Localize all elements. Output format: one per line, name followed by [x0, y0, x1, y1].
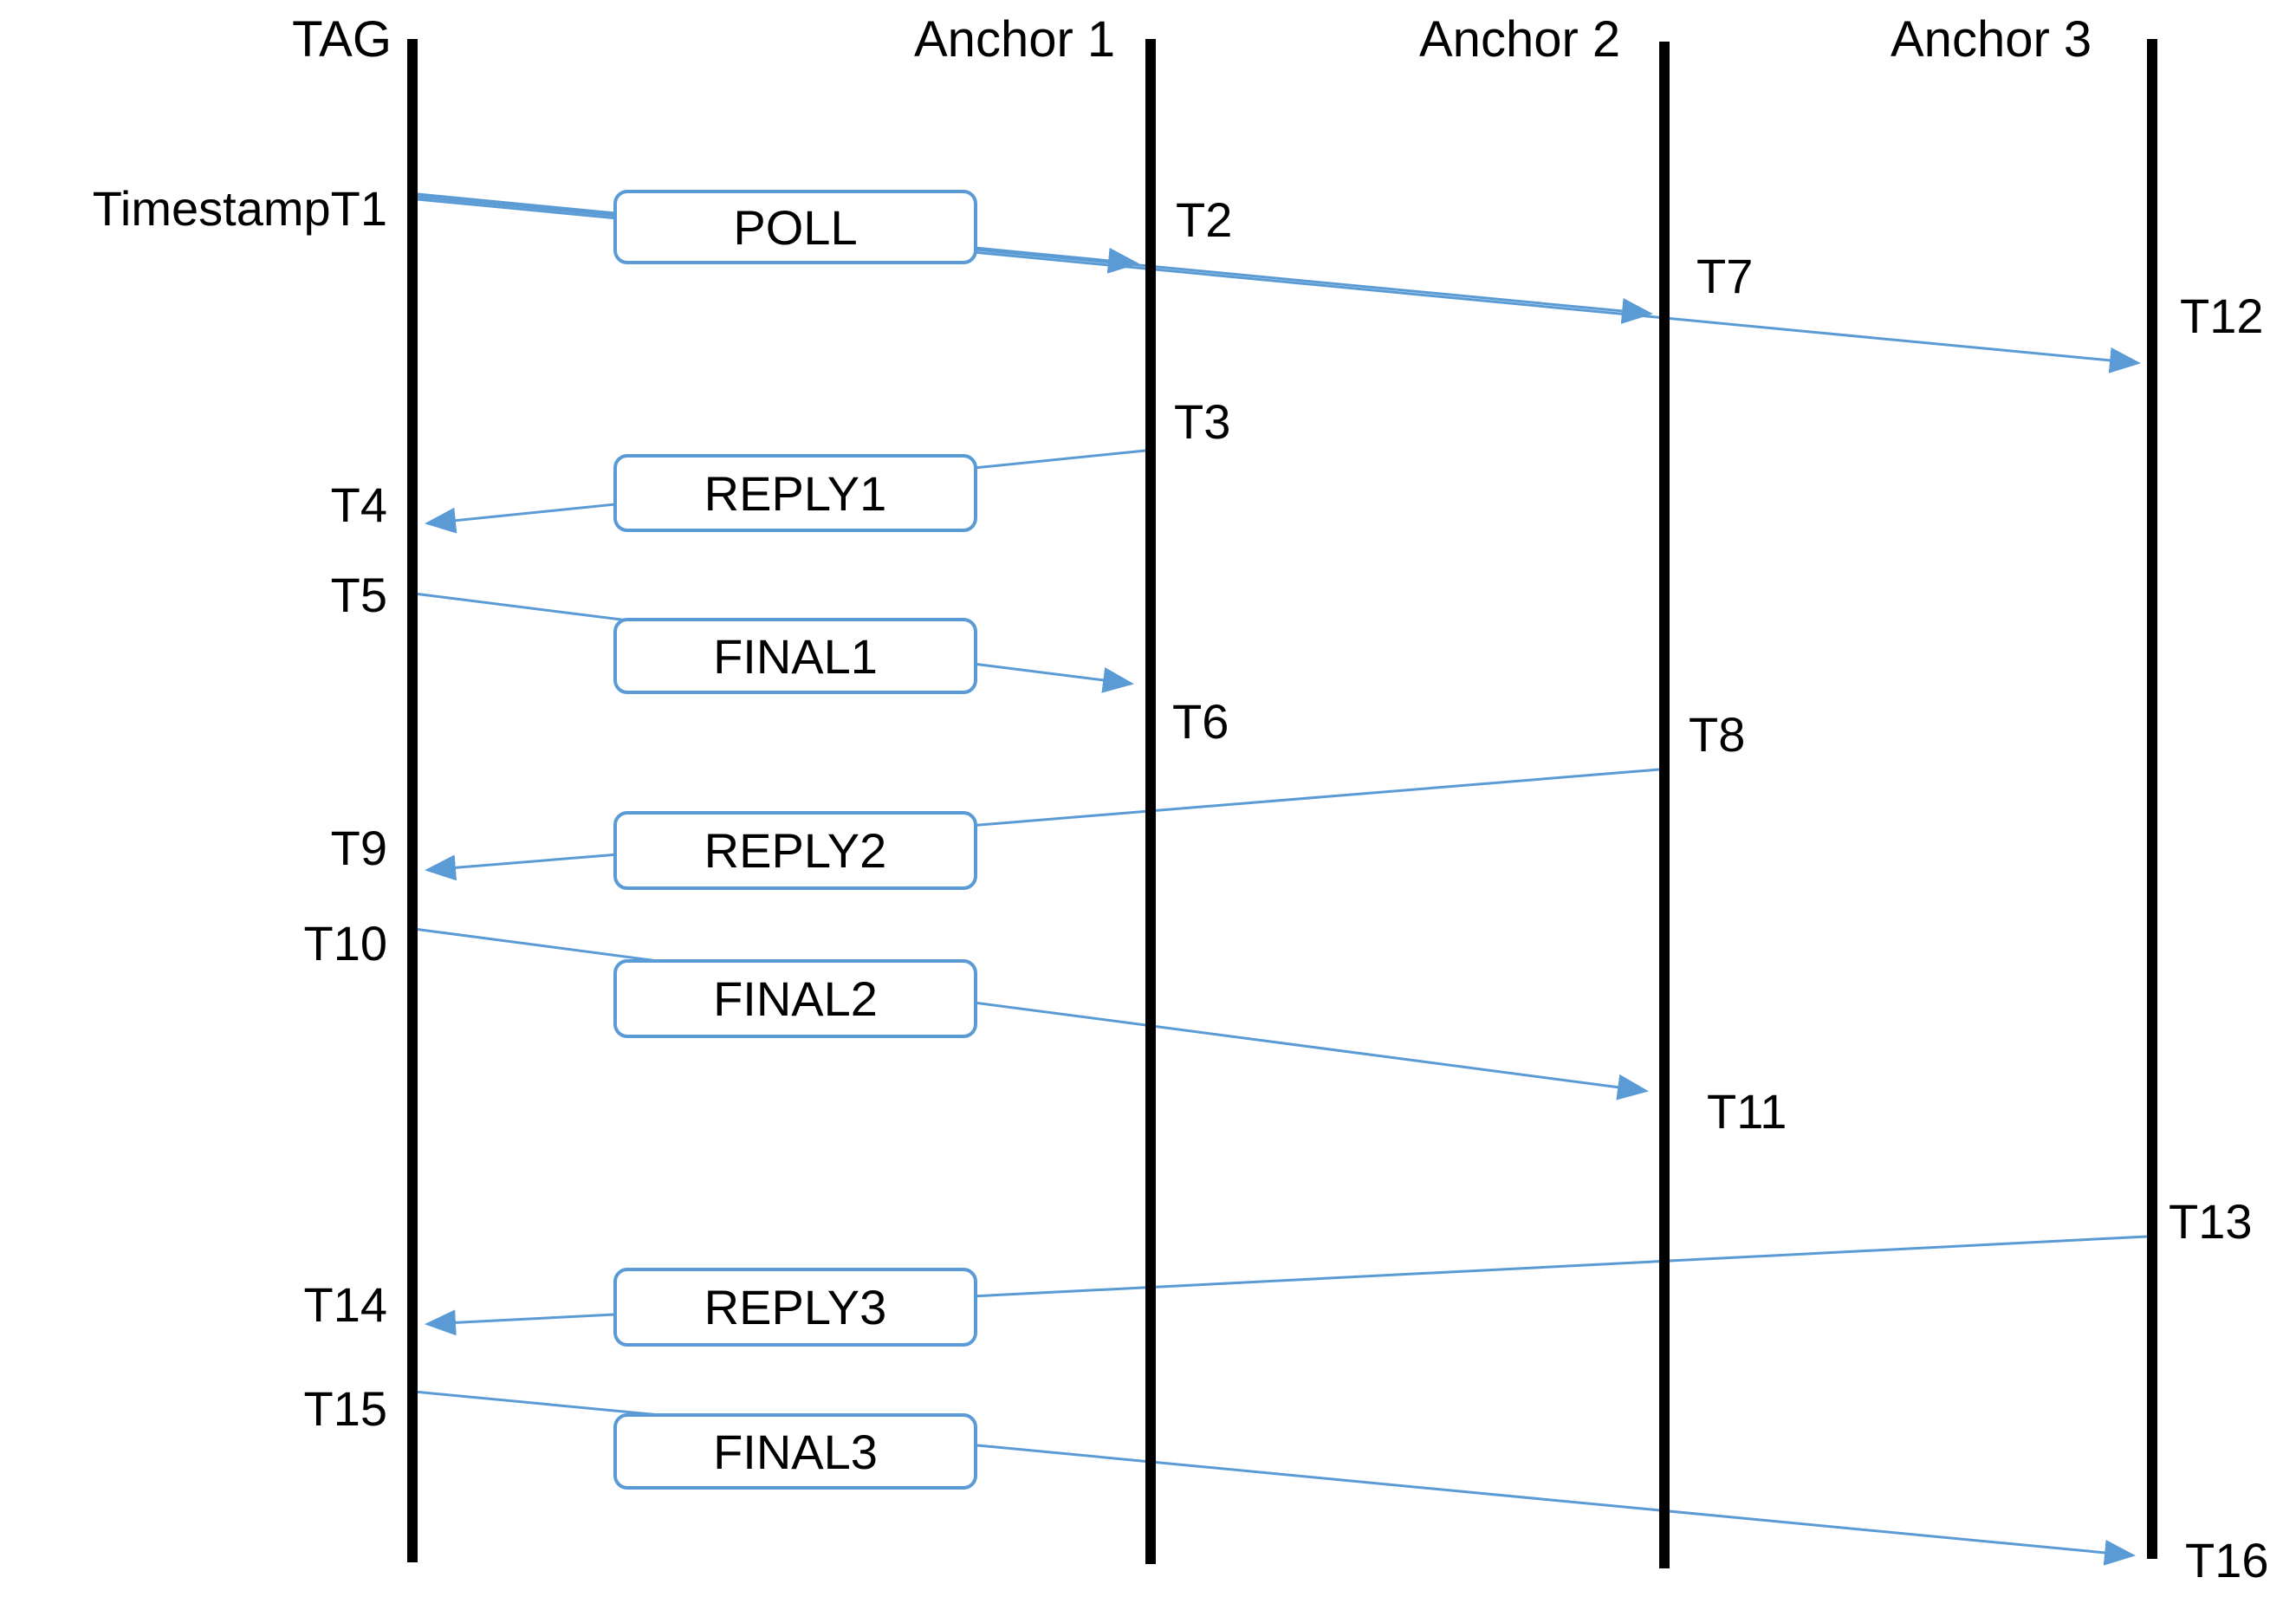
message-box-final2: FINAL2 [613, 959, 977, 1038]
timestamp-t3: T3 [1174, 394, 1231, 449]
message-box-reply2: REPLY2 [613, 811, 977, 890]
lifeline-header-tag: TAG [292, 11, 392, 68]
timestamp-t7: T7 [1696, 249, 1754, 303]
timestamp-t10: T10 [303, 916, 388, 971]
message-box-reply1: REPLY1 [613, 454, 977, 532]
message-box-final3: FINAL3 [613, 1413, 977, 1490]
poll-arrow-to-anchor2 [417, 195, 1653, 324]
reply2-arrow-to-tag [425, 768, 1660, 881]
timestamp-t16: T16 [2185, 1533, 2269, 1587]
timestamp-t12: T12 [2180, 289, 2264, 343]
message-box-final1: FINAL1 [613, 618, 977, 694]
timestamp-t8: T8 [1689, 707, 1746, 762]
lifeline-header-anchor1: Anchor 1 [914, 11, 1116, 68]
timestamp-t11: T11 [1707, 1084, 1787, 1139]
timestamp-t4: T4 [330, 477, 387, 532]
timestamp-t13: T13 [2169, 1194, 2253, 1249]
message-label-reply2: REPLY2 [704, 823, 887, 878]
message-label-final3: FINAL3 [713, 1424, 878, 1479]
message-label-poll: POLL [733, 199, 858, 255]
timestamp-t2: T2 [1176, 192, 1233, 247]
message-label-reply1: REPLY1 [704, 465, 887, 521]
message-label-final2: FINAL2 [713, 971, 878, 1026]
lifeline-header-anchor3: Anchor 3 [1891, 11, 2092, 68]
timestamp-t5: T5 [330, 568, 387, 622]
message-box-poll: POLL [613, 190, 977, 264]
message-label-reply3: REPLY3 [704, 1280, 887, 1334]
message-label-final1: FINAL1 [713, 628, 878, 684]
final2-arrow-to-anchor2 [413, 927, 1649, 1100]
timestamp-t14: T14 [303, 1277, 388, 1332]
timestamp-t6: T6 [1172, 694, 1229, 749]
timestamp-t9: T9 [330, 821, 387, 875]
timestamp-t15: T15 [303, 1381, 388, 1436]
message-box-reply3: REPLY3 [613, 1268, 977, 1347]
lifeline-header-anchor2: Anchor 2 [1419, 11, 1621, 68]
timestamp-t1: TimestampT1 [92, 181, 387, 236]
